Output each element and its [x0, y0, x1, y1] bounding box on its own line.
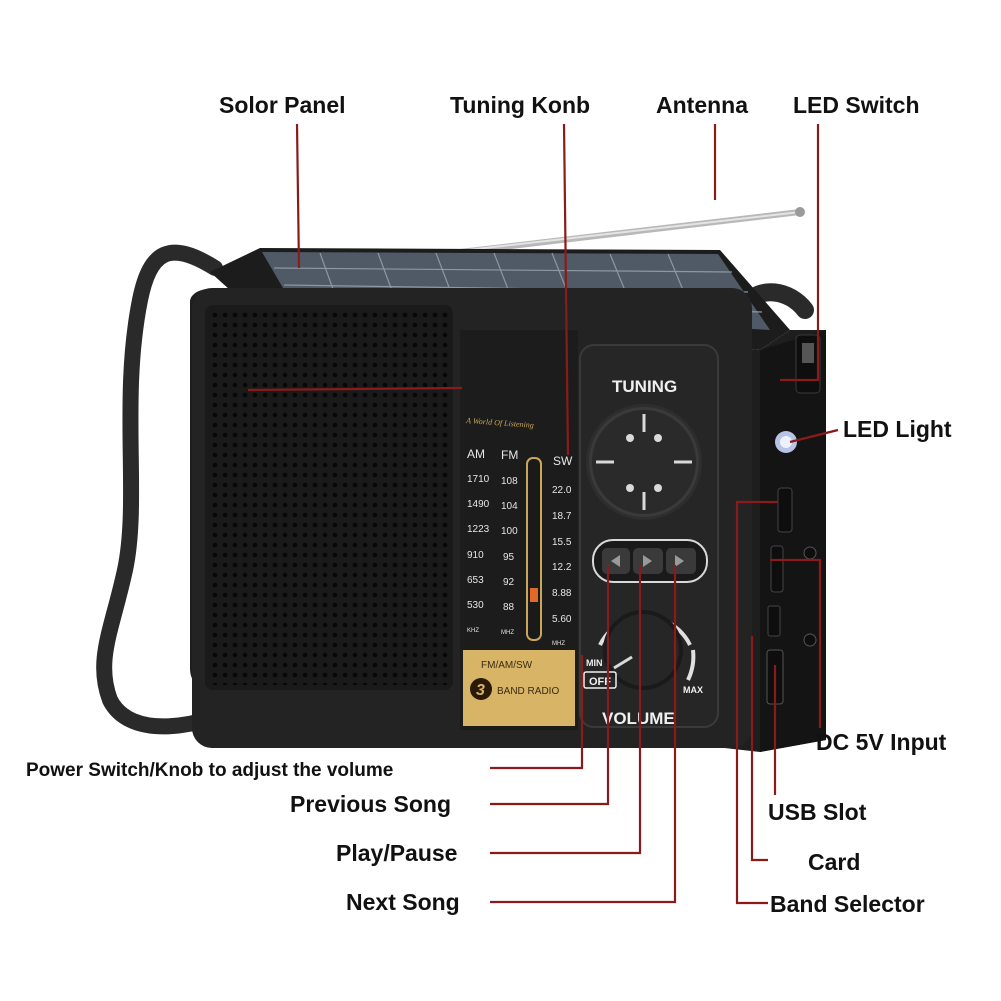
fm-value: 108 — [501, 476, 518, 487]
callout-play-pause: Play/Pause — [336, 840, 457, 866]
callout-band-selector: Band Selector — [770, 891, 925, 917]
leader-lines — [247, 123, 839, 905]
am-value: 530 — [467, 600, 484, 611]
callout-previous-song: Previous Song — [290, 791, 451, 817]
previous-icon — [611, 555, 620, 567]
unit-mhz: MHZ — [501, 630, 514, 636]
card-slot — [767, 605, 781, 637]
tuning-pointer — [530, 588, 538, 602]
carry-strap — [96, 244, 263, 735]
leader-power-switch — [490, 655, 584, 770]
leader-play-pause — [490, 565, 642, 855]
band-badge-text: BAND RADIO — [497, 686, 559, 697]
band-badge: FM/AM/SW 3 BAND RADIO — [463, 650, 575, 726]
scale-header-fm: FM — [501, 448, 518, 462]
callout-next-song: Next Song — [346, 889, 460, 915]
callout-card: Card — [808, 849, 860, 875]
play-pause-icon — [643, 555, 652, 567]
sw-value: 12.2 — [552, 562, 572, 573]
am-value: 1490 — [467, 499, 490, 510]
scale-header-am: AM — [467, 447, 485, 461]
leader-solar-panel — [295, 123, 301, 269]
leader-led-switch — [780, 124, 820, 382]
min-label: MIN — [586, 658, 603, 668]
fm-value: 92 — [503, 577, 515, 588]
fm-value: 100 — [501, 526, 518, 537]
sw-value: 22.0 — [552, 485, 572, 496]
callout-power-switch: Power Switch/Knob to adjust the volume — [26, 760, 393, 781]
callout-led-light: LED Light — [843, 416, 952, 442]
am-value: 653 — [467, 575, 484, 586]
leader-previous-song — [490, 565, 610, 806]
fm-value: 104 — [501, 501, 518, 512]
leader-led-light — [789, 428, 839, 444]
leader-next-song — [490, 565, 677, 904]
callout-led-switch: LED Switch — [793, 92, 920, 118]
scale-header-sw: SW — [553, 454, 573, 468]
volume-knob[interactable] — [598, 610, 696, 690]
callout-usb-slot: USB Slot — [768, 799, 867, 825]
am-value: 1223 — [467, 524, 490, 535]
leader-tuning-knob — [562, 123, 570, 456]
callout-solar-panel: Solor Panel — [219, 92, 346, 118]
max-label: MAX — [683, 685, 703, 695]
callout-dc-input: DC 5V Input — [816, 729, 947, 755]
unit-khz: KHZ — [467, 628, 479, 634]
callout-tuning-knob: Tuning Konb — [450, 92, 590, 118]
fm-value: 95 — [503, 552, 515, 563]
tuning-knob[interactable] — [586, 404, 702, 520]
leader-band-selector — [735, 500, 778, 905]
leader-speaker — [247, 386, 463, 392]
leader-dc-input — [770, 558, 822, 728]
tuning-label: TUNING — [612, 377, 677, 396]
transport-buttons — [592, 539, 708, 583]
sw-value: 15.5 — [552, 537, 572, 548]
sw-value: 8.88 — [552, 588, 572, 599]
leader-card — [750, 636, 768, 862]
sw-value: 5.60 — [552, 614, 572, 625]
next-icon — [675, 555, 684, 567]
band-badge-number: 3 — [476, 682, 485, 699]
am-value: 910 — [467, 550, 484, 561]
unit-mhz: MHZ — [552, 641, 565, 647]
frequency-scale: AM FM SW 1710 1490 1223 910 653 530 108 … — [467, 447, 573, 647]
dc-input-port — [770, 545, 784, 593]
band-badge-bands: FM/AM/SW — [481, 660, 533, 671]
fm-value: 88 — [503, 602, 515, 613]
am-value: 1710 — [467, 474, 490, 485]
sw-value: 18.7 — [552, 511, 572, 522]
off-badge — [583, 671, 617, 689]
volume-label: VOLUME — [602, 709, 675, 728]
off-label: OFF — [589, 676, 611, 688]
tuning-dial-window — [526, 457, 542, 641]
callout-antenna: Antenna — [656, 92, 748, 118]
band-selector-switch[interactable] — [777, 487, 793, 533]
